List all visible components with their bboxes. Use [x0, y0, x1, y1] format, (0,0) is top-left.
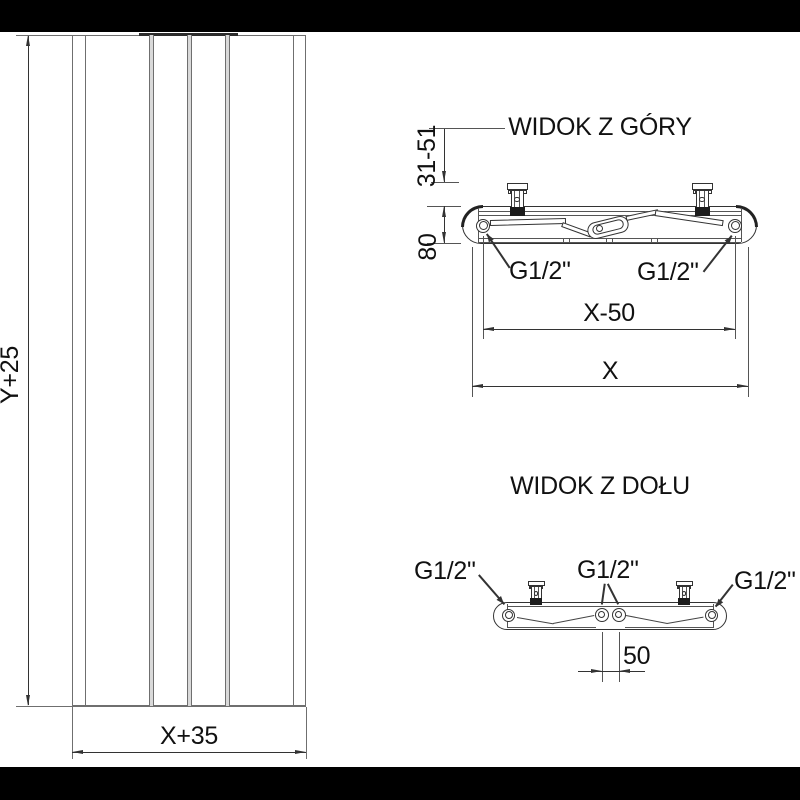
ext-line-x50-right — [735, 236, 736, 339]
dim-line-50 — [578, 671, 645, 673]
bracket-clamp — [678, 598, 690, 605]
bracket-plate — [506, 183, 528, 190]
port-left-inner — [504, 611, 513, 619]
port-center-label: G1/2" — [577, 556, 639, 584]
port-right-inner — [707, 611, 716, 619]
cap-arc-left — [461, 205, 483, 227]
dim-label-width: X+35 — [160, 721, 218, 750]
arrow-down-icon — [25, 695, 30, 706]
bracket-hole — [514, 196, 520, 203]
body-inner-line-4 — [478, 241, 741, 243]
body-tab-1 — [563, 238, 570, 242]
bracket-slot-line — [685, 587, 687, 602]
bracket-plate — [691, 183, 713, 190]
bracket-plate — [527, 580, 545, 586]
ext-line-x-right — [748, 247, 749, 397]
front-bottom-extension-line — [16, 706, 306, 707]
port-center2-inner — [614, 610, 623, 619]
ext-line-x-left — [472, 247, 473, 397]
dim-line-x50 — [483, 329, 735, 330]
bottom-view-title: WIDOK Z DOŁU — [510, 471, 690, 500]
bracket-clamp — [509, 207, 525, 216]
bracket-slot-line — [537, 587, 539, 602]
bracket-hole — [681, 591, 687, 596]
arrow-left-icon — [72, 749, 83, 754]
arrow-right-icon — [737, 383, 748, 388]
port-right-inner — [730, 221, 740, 230]
bracket-hole — [533, 591, 539, 596]
arrow-up-icon — [441, 206, 446, 217]
arrow-right-icon — [724, 326, 735, 331]
arrow-left-icon — [618, 669, 630, 673]
arrow-left-icon — [472, 383, 483, 388]
panel-top-thick-segment — [139, 33, 238, 36]
dim-label-total-width: X — [601, 356, 619, 385]
dim-line-80 — [443, 206, 445, 243]
port-left-label: G1/2" — [509, 257, 571, 285]
panel-line-left — [85, 36, 86, 705]
ext-line-bracket-top — [431, 181, 459, 183]
ext-line-50-left — [601, 632, 603, 682]
ext-line-x50-left — [483, 236, 485, 339]
body-inner-line-1 — [478, 210, 741, 212]
top-view-title: WIDOK Z GÓRY — [508, 112, 692, 141]
arrow-left-icon — [483, 326, 495, 331]
bracket-clamp — [694, 207, 710, 216]
body-tab-3 — [651, 238, 658, 242]
bracket-hole — [699, 196, 705, 203]
ext-line-x35-left — [72, 707, 73, 759]
panel-groove-3 — [224, 35, 230, 706]
cross-bar-left — [489, 217, 567, 226]
arrow-right-icon — [295, 749, 306, 754]
dim-line-x35 — [72, 752, 306, 753]
dim-label-port-offset: 50 — [623, 642, 651, 670]
arrow-down-icon — [441, 170, 446, 182]
port-right-label: G1/2" — [637, 258, 699, 286]
port-center1-inner — [597, 610, 606, 619]
panel-groove-1 — [148, 35, 154, 706]
panel-groove-2 — [186, 35, 192, 706]
ext-line-body-bottom — [427, 243, 461, 244]
dim-line-y25 — [27, 36, 29, 705]
ext-line-50-right — [618, 632, 620, 682]
port-left-inner — [478, 221, 488, 230]
dim-line-31-51 — [443, 128, 445, 182]
body-tab-2 — [605, 238, 613, 242]
body-inner-line-2 — [478, 214, 741, 216]
ext-line-wall — [429, 128, 505, 130]
arrow-up-icon — [25, 35, 30, 46]
port-right-label: G1/2" — [734, 567, 796, 595]
dim-label-height: Y+25 — [0, 346, 24, 404]
arrow-right-icon — [590, 669, 602, 673]
bracket-foot — [708, 190, 712, 194]
body-inner-line-bottom-right — [625, 626, 713, 628]
body-inner-line-top — [507, 605, 713, 607]
ext-line-x35-right — [306, 707, 307, 759]
bracket-clamp — [530, 598, 542, 605]
body-inner-line-bottom-left — [507, 626, 596, 628]
body-inner-line-3 — [478, 238, 741, 239]
top-black-bar — [0, 0, 800, 32]
bracket-foot — [523, 190, 527, 194]
port-left-label: G1/2" — [414, 557, 476, 585]
dim-line-x — [472, 386, 748, 387]
panel-line-right — [293, 36, 294, 705]
dim-label-port-spacing: X-50 — [583, 298, 635, 327]
bracket-plate — [675, 580, 693, 586]
link-pin — [595, 225, 603, 232]
bottom-black-bar — [0, 767, 800, 800]
arrow-down-icon — [441, 232, 446, 243]
dim-label-depth: 80 — [413, 233, 442, 261]
